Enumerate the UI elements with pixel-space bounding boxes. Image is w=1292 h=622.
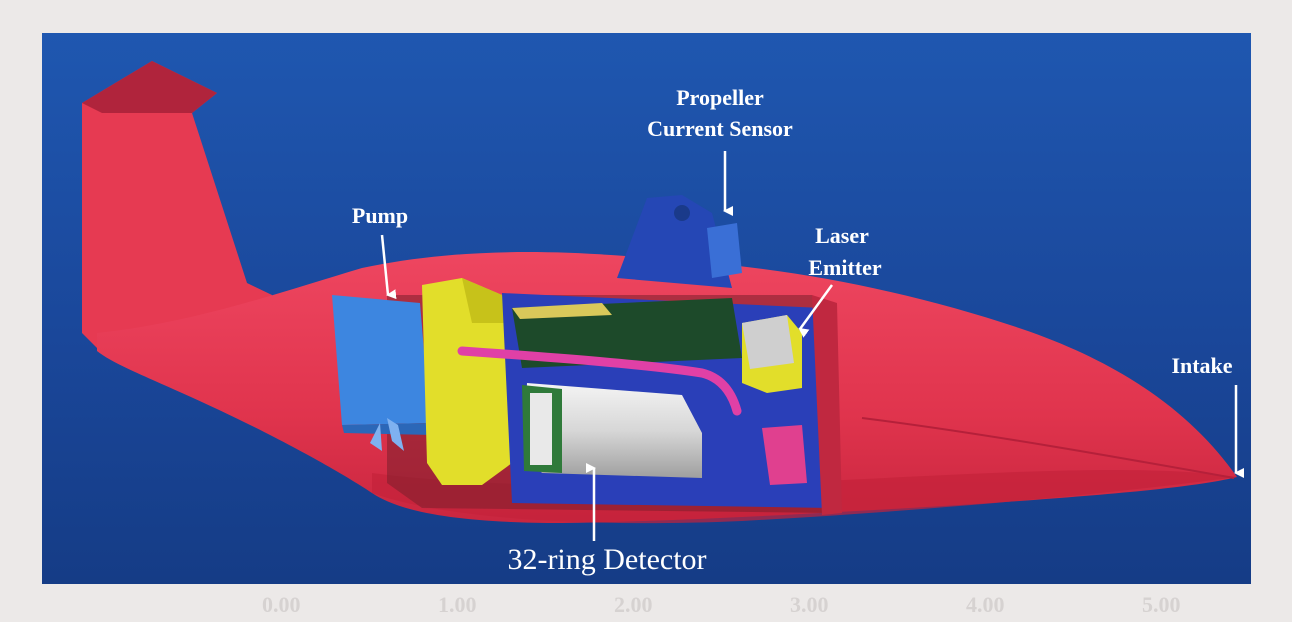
label-detector: 32-ring Detector xyxy=(507,543,706,576)
sensor-hole xyxy=(674,205,690,221)
arrow-laser xyxy=(798,284,834,338)
board-connector xyxy=(512,303,612,319)
pump-bottom xyxy=(342,423,434,435)
ghost-tick-1: 1.00 xyxy=(438,592,477,617)
label-laser-line1: Laser xyxy=(815,223,869,248)
yellow-housing-edge xyxy=(462,278,512,323)
pink-block xyxy=(762,425,807,485)
ghost-tick-0: 0.00 xyxy=(262,592,301,617)
label-propeller-line2: Current Sensor xyxy=(647,116,793,141)
ghost-tick-2: 2.00 xyxy=(614,592,653,617)
label-laser-line2: Emitter xyxy=(808,255,882,280)
propeller-current-sensor xyxy=(617,195,732,288)
instrument-cutaway-figure: Propeller Current Sensor Pump Laser Emit… xyxy=(42,33,1251,584)
arrow-pump xyxy=(380,234,397,300)
tail-fin-top xyxy=(82,61,217,113)
label-pump: Pump xyxy=(352,203,408,228)
pump-vane xyxy=(370,418,404,451)
pump xyxy=(332,295,430,425)
sensor-body xyxy=(707,223,742,278)
label-propeller-line1: Propeller xyxy=(676,85,764,110)
laser-emitter xyxy=(742,315,794,369)
right-bulkhead xyxy=(812,295,842,515)
ghost-tick-4: 4.00 xyxy=(966,592,1005,617)
yellow-housing xyxy=(422,278,512,485)
detector-face xyxy=(530,393,552,465)
sample-tube xyxy=(457,346,742,416)
detector-cylinder xyxy=(524,383,702,478)
ghost-tick-3: 3.00 xyxy=(790,592,829,617)
tail-fin xyxy=(82,61,272,353)
cutaway-diagram: Propeller Current Sensor Pump Laser Emit… xyxy=(42,33,1251,584)
ghost-tick-5: 5.00 xyxy=(1142,592,1181,617)
label-intake: Intake xyxy=(1171,353,1232,378)
body-seam xyxy=(861,417,1235,479)
